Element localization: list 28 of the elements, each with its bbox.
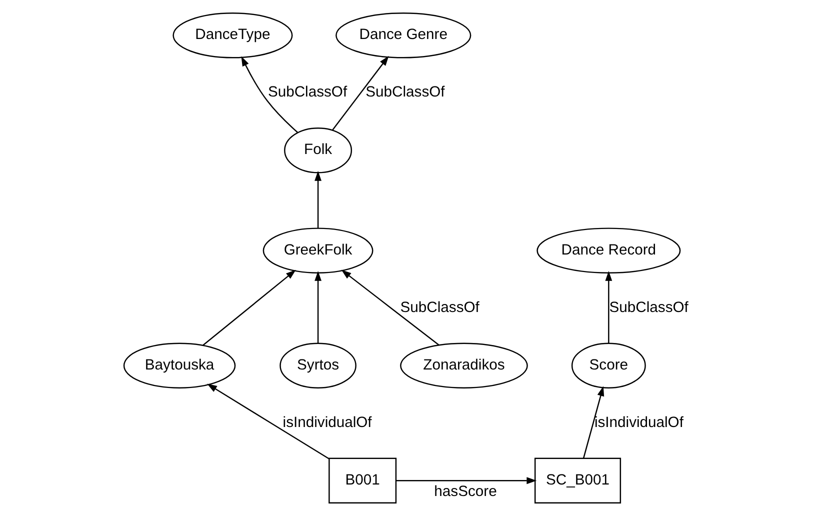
edge-label: isIndividualOf [594, 414, 684, 431]
arrow [207, 384, 330, 460]
node-ellipse: Baytouska [123, 342, 236, 388]
arrow [605, 271, 612, 344]
edge-label: SubClassOf [268, 84, 348, 101]
edge-label: SubClassOf [609, 300, 688, 316]
arrow [241, 56, 298, 134]
arrow [314, 170, 322, 228]
node-box: SC_B001 [534, 458, 622, 504]
arrow [202, 270, 296, 346]
node-box: B001 [328, 458, 397, 504]
edge-label: SubClassOf [400, 300, 480, 316]
node-ellipse: Syrtos [280, 342, 356, 388]
node-ellipse: GreekFolk [262, 228, 374, 274]
arrow [314, 271, 322, 344]
node-ellipse: Dance Record [536, 228, 681, 274]
node-ellipse: DanceType [172, 12, 293, 58]
node-ellipse: Dance Genre [336, 12, 472, 58]
node-ellipse: Zonaradikos [400, 342, 528, 388]
edge-label: SubClassOf [366, 84, 445, 101]
edge-label: isIndividualOf [282, 414, 372, 431]
node-ellipse: Score [571, 342, 646, 388]
arrow [396, 477, 537, 484]
node-ellipse: Folk [284, 128, 352, 174]
edge-label: hasScore [434, 484, 497, 500]
arrow [332, 56, 389, 130]
arrow [341, 270, 440, 346]
arrow [582, 386, 604, 458]
